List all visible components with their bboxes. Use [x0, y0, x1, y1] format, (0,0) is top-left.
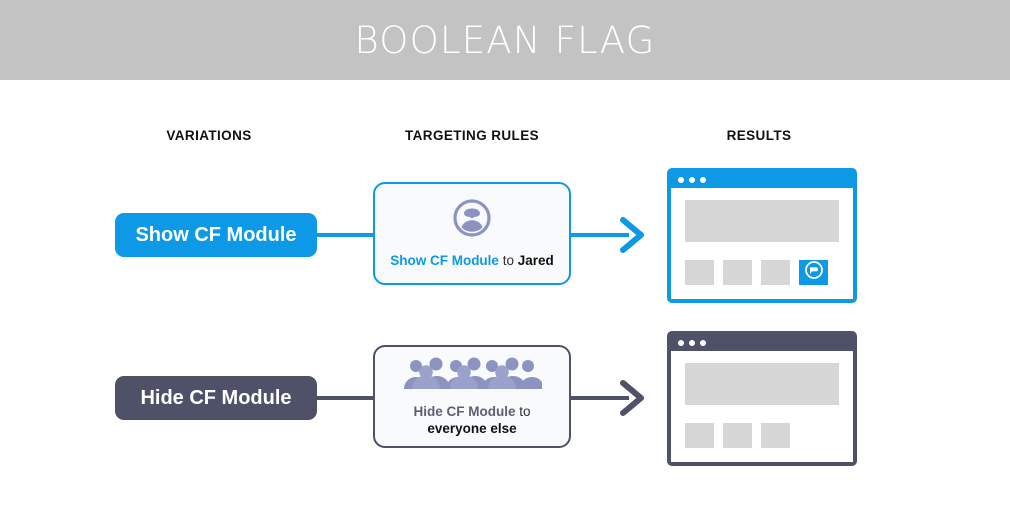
content-tile-row — [685, 423, 839, 448]
result-browser-window-without-cf-module — [667, 331, 857, 466]
content-tile — [685, 260, 714, 285]
variation-label: Hide CF Module — [140, 386, 292, 409]
rule-connector-word: to — [519, 403, 531, 419]
flow-arrow — [571, 216, 649, 254]
window-dot-close-icon — [678, 177, 684, 183]
content-tile — [723, 260, 752, 285]
window-dot-minimize-icon — [689, 340, 695, 346]
result-browser-window-with-cf-module — [667, 168, 857, 303]
column-headers: VARIATIONS TARGETING RULES RESULTS — [0, 128, 1010, 148]
connector-line — [317, 396, 375, 400]
cf-module-tile — [799, 260, 828, 285]
window-dot-maximize-icon — [700, 177, 706, 183]
column-header-variations: VARIATIONS — [166, 128, 252, 143]
rule-variation-name: Hide CF Module — [413, 403, 516, 419]
browser-title-bar — [671, 172, 853, 188]
content-tile-row — [685, 260, 839, 285]
rule-variation-name: Show CF Module — [390, 253, 499, 268]
flag-rule-row: Show CF Module Show CF Module to Jared — [0, 160, 1010, 310]
column-header-results: RESULTS — [726, 128, 792, 143]
column-header-targeting-rules: TARGETING RULES — [405, 128, 539, 143]
header-banner: BOOLEAN FLAG — [0, 0, 1010, 80]
browser-title-bar — [671, 335, 853, 351]
flag-rule-row: Hide CF Module — [0, 323, 1010, 473]
variation-pill-hide-cf-module[interactable]: Hide CF Module — [115, 376, 317, 420]
page-title: BOOLEAN FLAG — [354, 18, 656, 62]
content-tile — [761, 260, 790, 285]
window-dot-minimize-icon — [689, 177, 695, 183]
browser-content — [671, 351, 853, 462]
rule-connector-word: to — [502, 253, 514, 268]
targeting-rule-card-show-cf-module[interactable]: Show CF Module to Jared — [373, 182, 571, 285]
window-dot-maximize-icon — [700, 340, 706, 346]
rule-target-audience: Jared — [517, 253, 554, 268]
window-dot-close-icon — [678, 340, 684, 346]
targeting-rule-card-hide-cf-module[interactable]: Hide CF Module to everyone else — [373, 345, 571, 448]
content-placeholder-hero — [685, 200, 839, 242]
speech-bubble-flag-icon — [804, 260, 824, 285]
content-placeholder-hero — [685, 363, 839, 405]
variation-pill-show-cf-module[interactable]: Show CF Module — [115, 213, 317, 257]
variation-label: Show CF Module — [135, 223, 297, 246]
crowd-of-people-icon — [402, 357, 544, 394]
content-tile — [723, 423, 752, 448]
connector-line — [317, 233, 375, 237]
targeting-rule-text: Hide CF Module to everyone else — [413, 403, 530, 437]
single-person-icon — [452, 198, 492, 243]
targeting-rule-text: Show CF Module to Jared — [390, 252, 554, 269]
content-tile — [685, 423, 714, 448]
flow-arrow — [571, 379, 649, 417]
content-tile — [761, 423, 790, 448]
browser-content — [671, 188, 853, 299]
rule-target-audience: everyone else — [427, 420, 517, 436]
